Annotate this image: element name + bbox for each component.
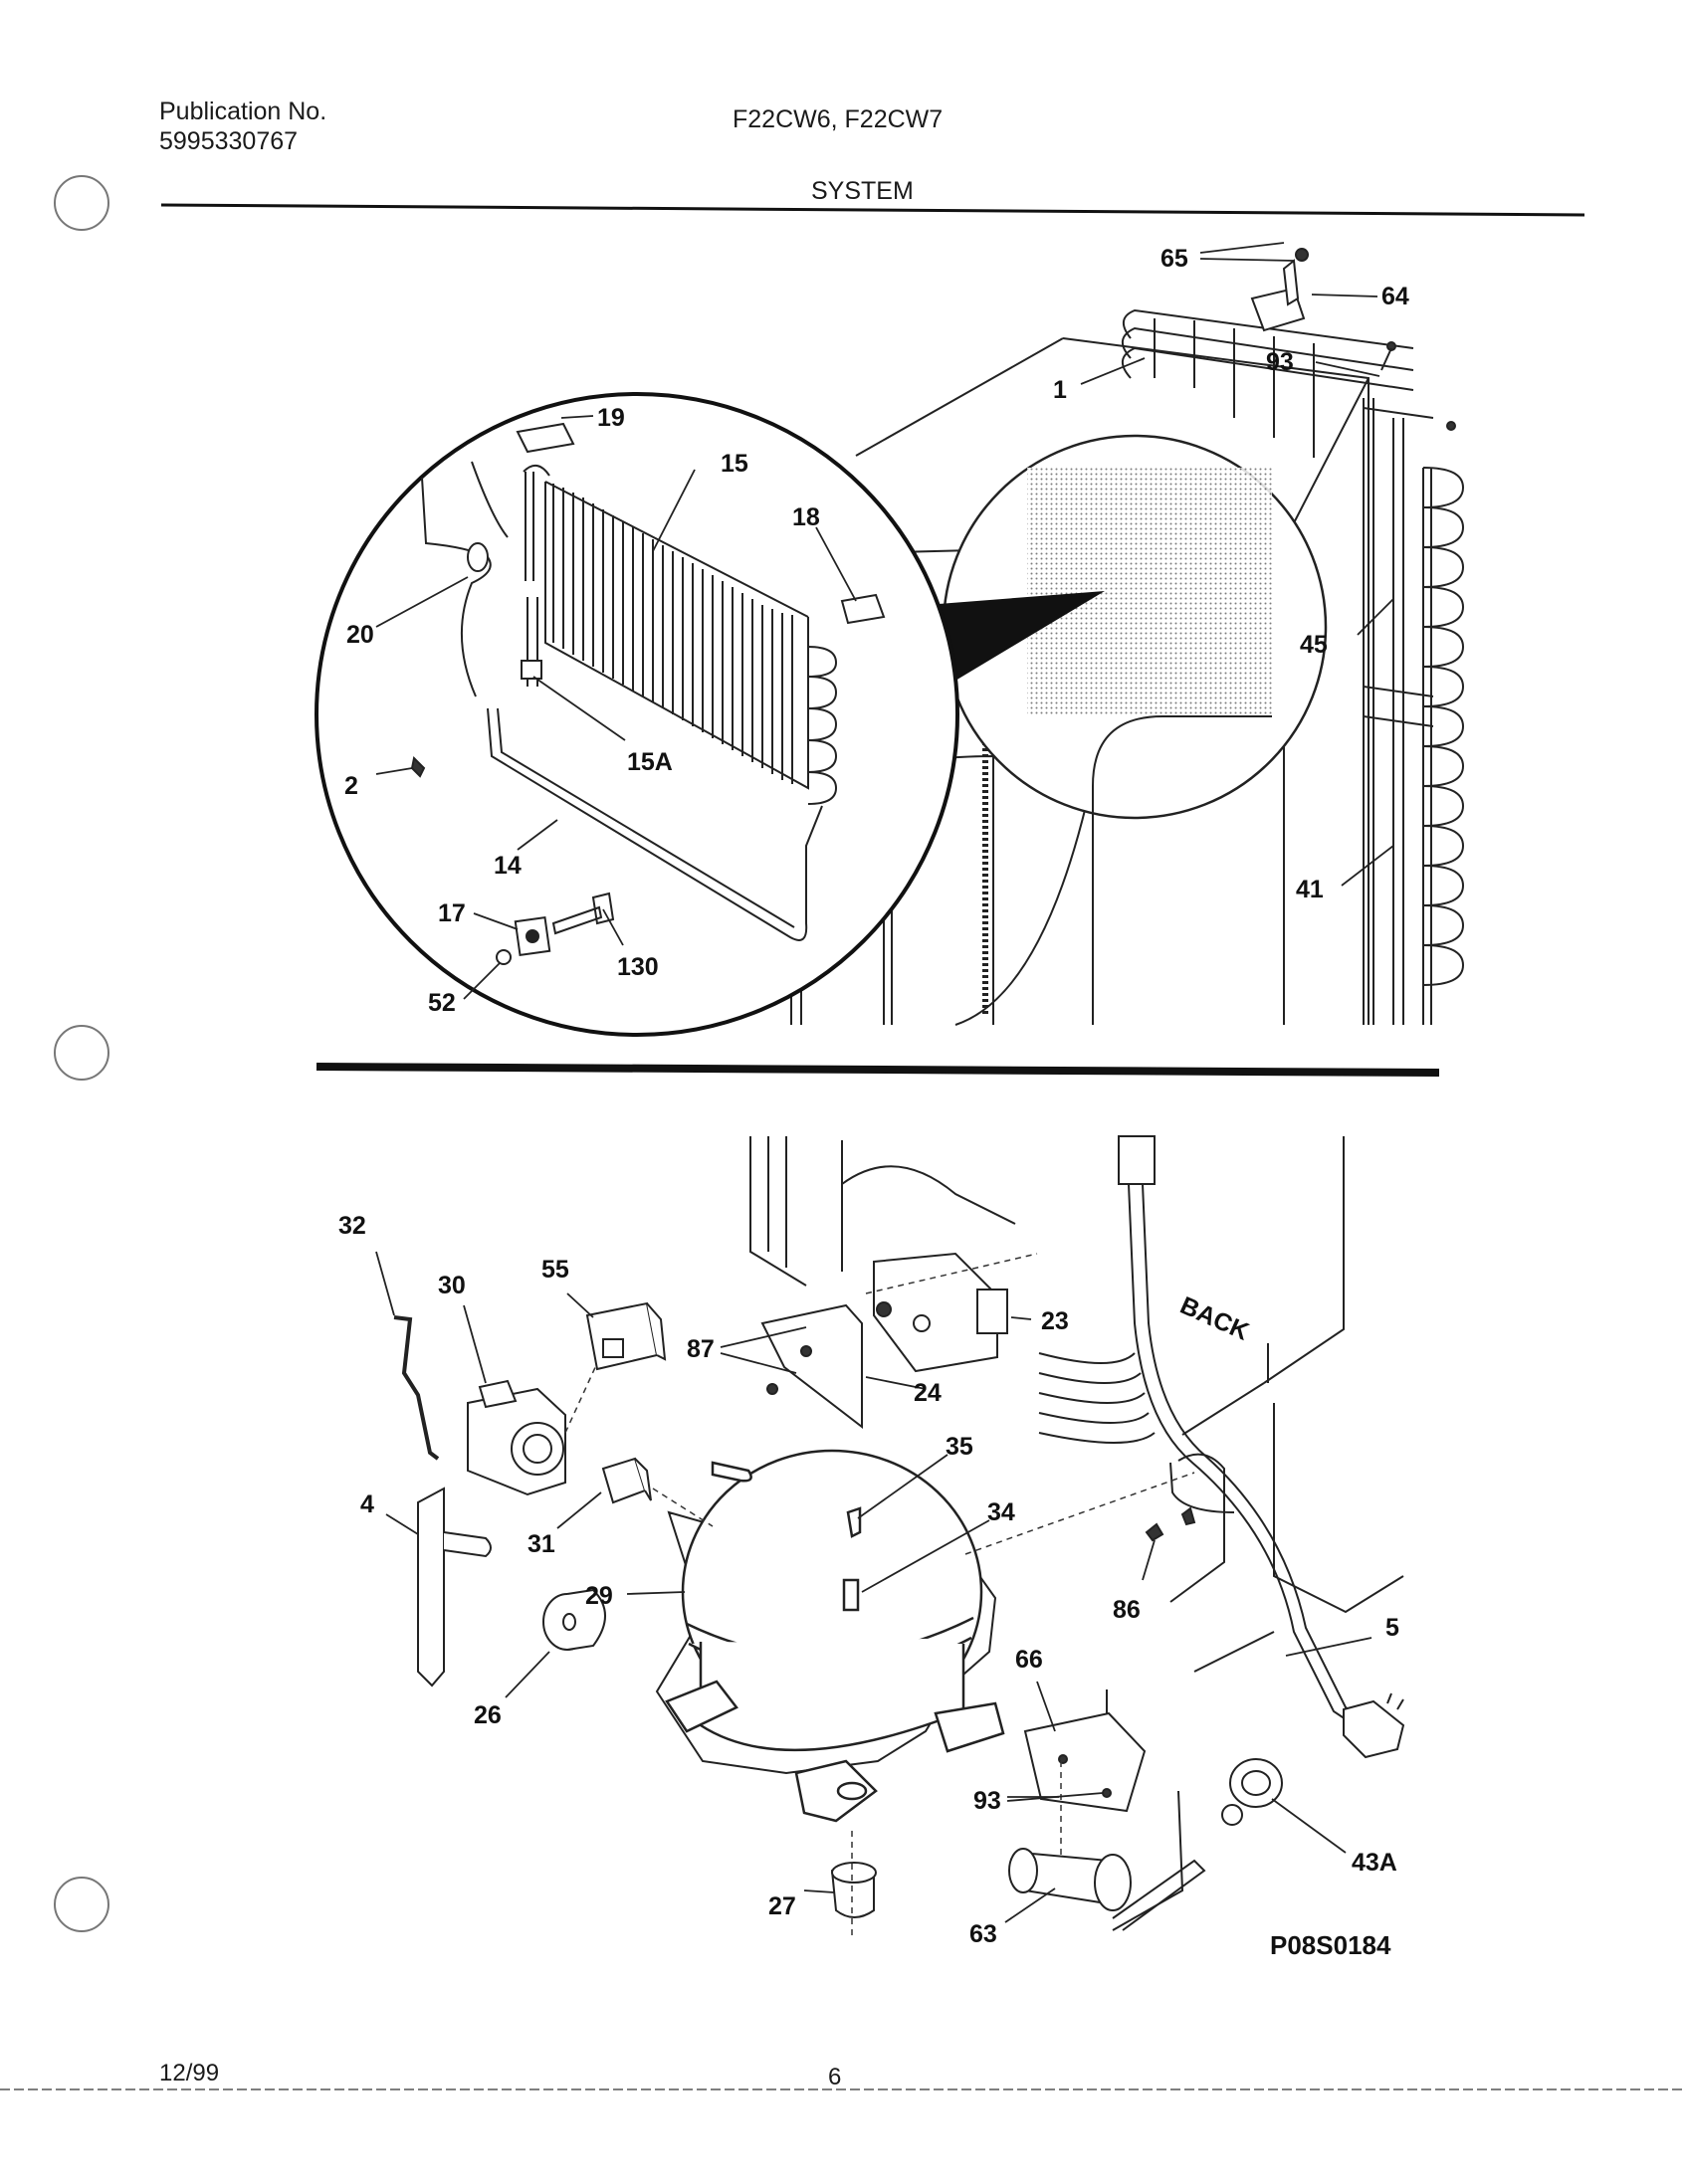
evaporator-cover-circle	[942, 434, 1328, 1025]
magnified-evaporator-view	[315, 392, 1105, 1037]
part-label-87: 87	[687, 1335, 715, 1363]
part-label-64: 64	[1381, 283, 1409, 310]
washer-52	[496, 949, 512, 965]
wire-20	[421, 477, 492, 697]
tubing-14	[487, 707, 823, 941]
part-label-29: 29	[585, 1582, 613, 1610]
part-label-55: 55	[541, 1256, 569, 1284]
harness-5	[1038, 1135, 1405, 1759]
compressor-29	[655, 1449, 1005, 1823]
orientation-label-back: BACK	[1176, 1291, 1253, 1346]
footer-date: 12/99	[159, 2060, 220, 2086]
part-label-5: 5	[1385, 1614, 1399, 1642]
part-label-23: 23	[1041, 1307, 1069, 1335]
evaporator-fins	[523, 465, 838, 805]
part-label-130: 130	[617, 953, 659, 981]
part-label-27: 27	[768, 1892, 796, 1920]
part-label-93-top: 93	[1266, 348, 1294, 376]
part-label-32: 32	[338, 1212, 366, 1240]
tube-32	[393, 1315, 440, 1461]
part-label-15A: 15A	[627, 748, 673, 776]
part-label-35: 35	[946, 1433, 973, 1461]
bracket-64	[1250, 248, 1309, 332]
relay-30	[467, 1379, 566, 1496]
capacitor-63	[1008, 1790, 1206, 1931]
part-label-15: 15	[721, 450, 748, 478]
screw-86	[1145, 1506, 1196, 1542]
binder-hole-bottom	[54, 1877, 109, 1932]
part-label-26: 26	[474, 1701, 502, 1729]
part-label-45: 45	[1300, 631, 1328, 659]
part-label-41: 41	[1296, 876, 1324, 903]
part-label-20: 20	[346, 621, 374, 649]
publication-label: Publication No.	[159, 98, 327, 125]
binder-hole-middle	[54, 1025, 109, 1081]
clamp-43A	[1221, 1758, 1283, 1826]
clip-2	[410, 755, 426, 778]
part-label-17: 17	[438, 899, 466, 927]
grommet-27	[830, 1862, 877, 1918]
part-label-1: 1	[1053, 376, 1067, 404]
model-numbers: F22CW6, F22CW7	[733, 105, 944, 133]
machine-compartment	[749, 1136, 1404, 1614]
header-rule	[160, 203, 1585, 217]
bracket-24-timer-23	[760, 1252, 1008, 1430]
part-label-34: 34	[987, 1498, 1015, 1526]
part-label-66: 66	[1015, 1646, 1043, 1674]
part-label-2: 2	[344, 772, 358, 800]
leader-lines	[375, 242, 1394, 1923]
bracket-66	[1023, 1689, 1147, 1813]
part-label-52: 52	[428, 989, 456, 1017]
bolt-130	[551, 892, 615, 935]
condenser-coil	[1122, 308, 1465, 1025]
screws-93-top	[1380, 341, 1456, 431]
page-number: 6	[828, 2064, 842, 2090]
part-18	[840, 593, 886, 625]
drawing-code: P08S0184	[1270, 1930, 1391, 1960]
part-label-14: 14	[494, 852, 522, 880]
part-label-93-bottom: 93	[973, 1787, 1001, 1815]
part-label-30: 30	[438, 1272, 466, 1299]
part-label-86: 86	[1113, 1596, 1141, 1624]
part-26	[542, 1588, 606, 1651]
part-label-31: 31	[527, 1530, 555, 1558]
part-label-24: 24	[914, 1379, 942, 1407]
part-label-18: 18	[792, 503, 820, 531]
drier-4	[417, 1487, 492, 1688]
section-divider	[316, 1063, 1440, 1077]
section-title: SYSTEM	[811, 177, 914, 205]
overload-31	[601, 1457, 652, 1504]
binder-hole-top	[54, 175, 109, 231]
assembly-dashed-lines	[564, 1253, 1195, 1940]
part-label-65: 65	[1160, 245, 1188, 273]
relay-cover-55	[585, 1301, 667, 1371]
part-label-4: 4	[360, 1490, 374, 1518]
part-label-43A: 43A	[1352, 1849, 1397, 1877]
part-19	[516, 422, 575, 454]
part-label-63: 63	[969, 1920, 997, 1948]
publication-number: 5995330767	[159, 127, 299, 155]
part-label-19: 19	[597, 404, 625, 432]
